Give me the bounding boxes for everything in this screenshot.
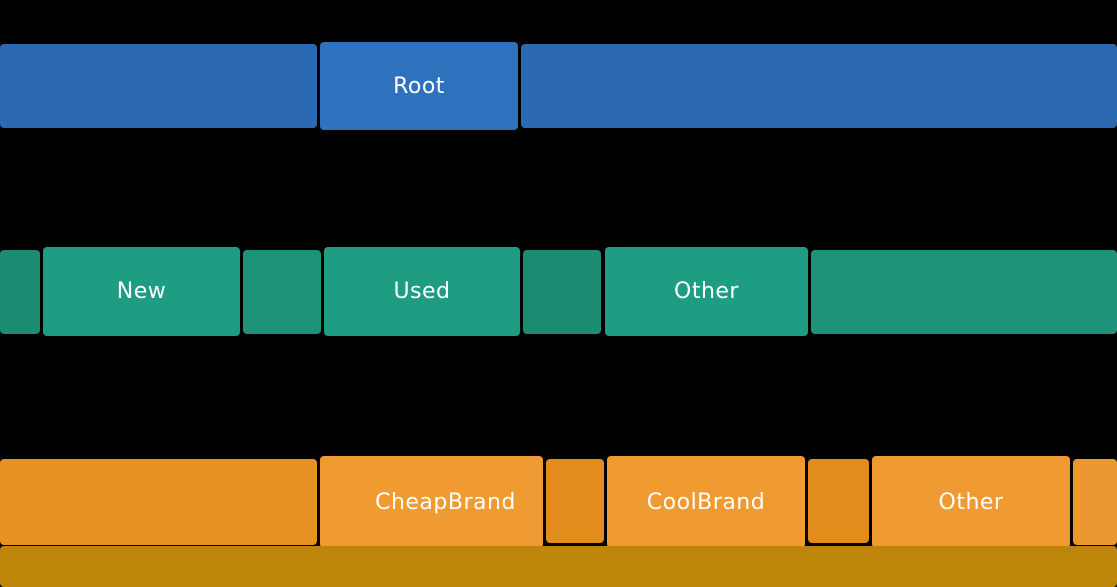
- level-1-condition-segment-0[interactable]: [0, 250, 40, 334]
- segment-label: Used: [393, 279, 451, 304]
- segment-other[interactable]: Other: [872, 456, 1070, 548]
- segment-label: Root: [393, 73, 445, 99]
- level-2-brand-segment-0[interactable]: [0, 459, 317, 545]
- level-0-root-segment-2[interactable]: [521, 44, 1117, 128]
- segment-label: Other: [674, 279, 739, 304]
- level-1-condition-segment-6[interactable]: [811, 250, 1117, 334]
- segment-used[interactable]: Used: [324, 247, 520, 336]
- level-1-condition-segment-4[interactable]: [523, 250, 601, 334]
- level-2-brand-segment-6[interactable]: [1073, 459, 1117, 545]
- segment-cheapbrand[interactable]: CheapBrand: [320, 456, 543, 548]
- level-0-root-segment-0[interactable]: [0, 44, 317, 128]
- segment-label: Other: [938, 489, 1004, 515]
- segment-label: CoolBrand: [646, 489, 766, 515]
- level-2-brand-segment-2[interactable]: [546, 459, 604, 543]
- segment-label: CheapBrand: [375, 489, 516, 515]
- level-2-brand-segment-4[interactable]: [808, 459, 869, 543]
- level-1-condition-segment-2[interactable]: [243, 250, 321, 334]
- level-3-clipped-segment-0[interactable]: [0, 546, 1117, 587]
- segment-new[interactable]: New: [43, 247, 240, 336]
- segment-root[interactable]: Root: [320, 42, 518, 130]
- segment-label: New: [116, 279, 167, 304]
- segment-coolbrand[interactable]: CoolBrand: [607, 456, 805, 548]
- segment-other[interactable]: Other: [605, 247, 808, 336]
